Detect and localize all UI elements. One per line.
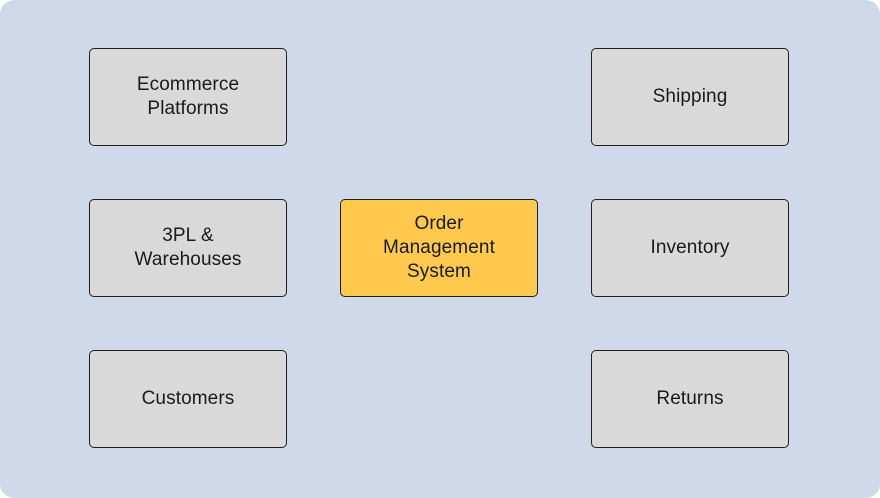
node-inventory: Inventory (591, 199, 789, 297)
node-returns: Returns (591, 350, 789, 448)
node-label: Shipping (652, 86, 728, 107)
node-label: Returns (656, 388, 724, 409)
node-label: Customers (141, 388, 235, 409)
node-customers: Customers (89, 350, 287, 448)
node-order-management-system: Order Management System (340, 199, 538, 297)
node-label: Inventory (650, 237, 730, 258)
node-label: 3PL & Warehouses (134, 225, 242, 270)
node-shipping: Shipping (591, 48, 789, 146)
node-3pl-warehouses: 3PL & Warehouses (89, 199, 287, 297)
node-label: Order Management System (383, 213, 495, 282)
node-label: Ecommerce Platforms (136, 74, 240, 119)
node-ecommerce-platforms: Ecommerce Platforms (89, 48, 287, 146)
